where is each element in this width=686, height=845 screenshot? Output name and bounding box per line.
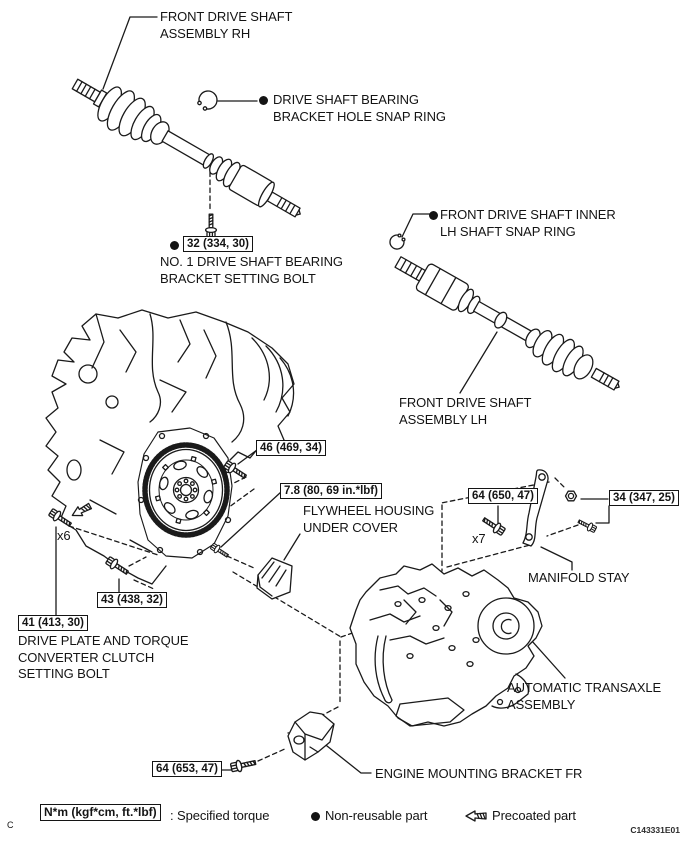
legend-torque-unit-box: N*m (kgf*cm, ft.*lbf) xyxy=(40,804,161,821)
legend-precoated-arrow-icon xyxy=(465,810,487,822)
non-reusable-bullet xyxy=(429,211,438,220)
non-reusable-bullet xyxy=(259,96,268,105)
bolt-mounting-bracket xyxy=(229,756,258,774)
drive-plate-ring-gear-drawing xyxy=(137,427,233,559)
figure-code: C143331E01 xyxy=(630,825,680,835)
torque-box-converter-clutch-bolt: 41 (413, 30) xyxy=(18,615,89,631)
corner-letter: C xyxy=(7,820,14,830)
label-front-drive-shaft-rh: FRONT DRIVE SHAFT ASSEMBLY RH xyxy=(160,9,293,41)
front-drive-shaft-rh-drawing xyxy=(71,78,301,218)
bolt-43 xyxy=(104,554,131,578)
flywheel-housing-under-cover-drawing xyxy=(256,557,293,600)
label-engine-mounting-bracket-fr: ENGINE MOUNTING BRACKET FR xyxy=(375,766,583,781)
bolt-manifold-stay xyxy=(576,516,598,535)
assembly-dashed-lines xyxy=(68,171,579,762)
label-no1-bearing-bracket-bolt: NO. 1 DRIVE SHAFT BEARING BRACKET SETTIN… xyxy=(160,254,343,286)
label-drive-plate-converter-bolt: DRIVE PLATE AND TORQUE CONVERTER CLUTCH … xyxy=(18,633,189,681)
legend-specified-torque: : Specified torque xyxy=(170,808,270,823)
front-drive-shaft-lh-drawing xyxy=(394,256,620,391)
precoated-arrow-icon xyxy=(69,500,94,521)
torque-box-drive-plate-bolt: 46 (469, 34) xyxy=(256,440,327,456)
bolt-bearing-bracket xyxy=(204,213,218,239)
bolt-under-cover xyxy=(209,541,231,561)
torque-box-under-cover-bolt: 7.8 (80, 69 in.*lbf) xyxy=(280,483,382,499)
label-drive-shaft-bearing-snap-ring: DRIVE SHAFT BEARING BRACKET HOLE SNAP RI… xyxy=(273,92,446,124)
label-qty-x6: x6 xyxy=(57,528,71,543)
non-reusable-bullet xyxy=(170,241,179,250)
bearing-bracket-hole-snap-ring-drawing xyxy=(197,90,218,111)
torque-box-43: 43 (438, 32) xyxy=(97,592,168,608)
label-qty-x7: x7 xyxy=(472,531,486,546)
engine-mounting-bracket-fr-drawing xyxy=(287,711,335,761)
torque-box-transaxle-bolt: 64 (650, 47) xyxy=(468,488,539,504)
torque-box-bearing-bracket-bolt: 32 (334, 30) xyxy=(183,236,254,252)
label-flywheel-housing-under-cover: FLYWHEEL HOUSING UNDER COVER xyxy=(303,503,435,535)
automatic-transaxle-drawing xyxy=(349,563,543,727)
legend-non-reusable-bullet xyxy=(311,812,320,821)
label-manifold-stay: MANIFOLD STAY xyxy=(528,570,630,585)
legend-precoated: Precoated part xyxy=(492,808,576,823)
torque-box-manifold-stay-bolt: 34 (347, 25) xyxy=(609,490,680,506)
label-front-drive-shaft-lh: FRONT DRIVE SHAFT ASSEMBLY LH xyxy=(399,395,532,427)
legend-non-reusable: Non-reusable part xyxy=(325,808,428,823)
torque-box-mounting-bracket-bolt: 64 (653, 47) xyxy=(152,761,223,777)
manifold-stay-drawing xyxy=(522,469,549,547)
inner-lh-shaft-snap-ring-drawing xyxy=(389,233,406,250)
nut-manifold-stay xyxy=(564,490,578,502)
bolt-x6-precoated xyxy=(47,506,74,530)
label-inner-lh-snap-ring: FRONT DRIVE SHAFT INNER LH SHAFT SNAP RI… xyxy=(440,207,616,239)
label-automatic-transaxle: AUTOMATIC TRANSAXLE ASSEMBLY xyxy=(507,680,662,712)
